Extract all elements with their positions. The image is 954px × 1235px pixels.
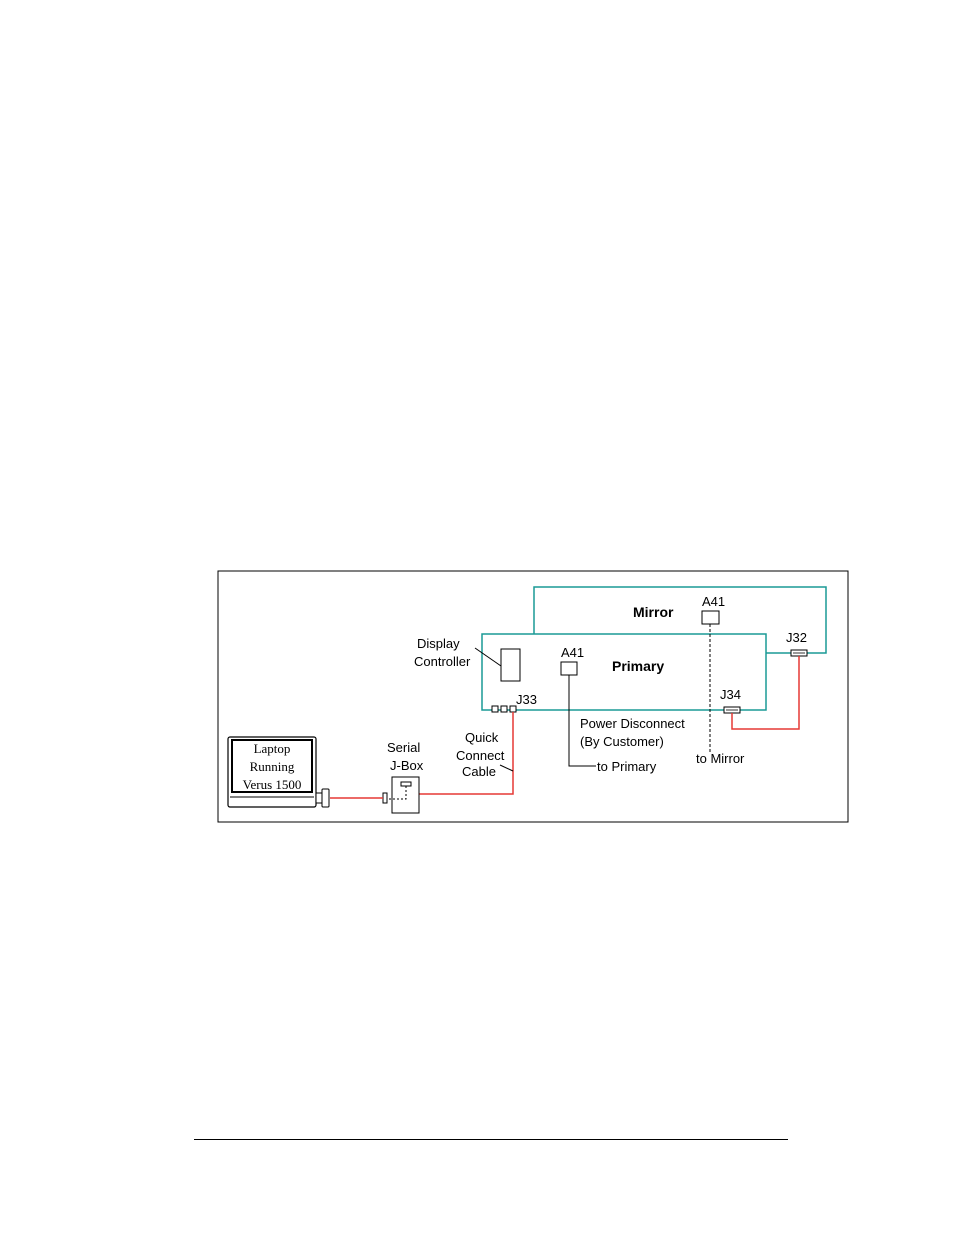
serial-jbox-sublabel: J-Box: [390, 758, 424, 773]
serial-jbox-input-plug: [382, 792, 388, 804]
primary-power-line: [568, 675, 596, 767]
power-disconnect-label: Power Disconnect: [580, 716, 685, 731]
mirror-enclosure: [533, 586, 827, 654]
laptop-label-2: Running: [250, 759, 295, 774]
quick-connect-cable: [419, 712, 514, 795]
power-disconnect-sublabel: (By Customer): [580, 734, 664, 749]
laptop-label-3: Verus 1500: [243, 777, 302, 792]
figure-frame: [217, 570, 849, 823]
j33-pin-3: [509, 705, 517, 713]
serial-jbox-label: Serial: [387, 740, 420, 755]
j32-j34-cable: [731, 656, 800, 730]
footer-rule: [194, 1139, 788, 1140]
j33-label: J33: [516, 692, 537, 707]
primary-enclosure: [481, 633, 767, 711]
mirror-a41-label: A41: [702, 594, 725, 609]
serial-jbox-port: [400, 781, 412, 787]
quick-connect-label-2: Connect: [456, 748, 505, 763]
j34-label: J34: [720, 687, 741, 702]
mirror-a41-box: [701, 610, 720, 625]
display-controller-sublabel: Controller: [414, 654, 471, 669]
quick-connect-leader: [499, 764, 514, 772]
display-controller-label: Display: [417, 636, 460, 651]
serial-jbox-internal: [386, 786, 407, 800]
laptop-screen: [231, 739, 313, 793]
laptop-label-1: Laptop: [254, 741, 291, 756]
display-controller-leader: [474, 647, 502, 667]
quick-connect-label-3: Cable: [462, 764, 496, 779]
laptop-port-plug: [321, 788, 330, 808]
j32-label: J32: [786, 630, 807, 645]
display-controller-box: [500, 648, 521, 682]
quick-connect-label-1: Quick: [465, 730, 499, 745]
to-mirror-label: to Mirror: [696, 751, 745, 766]
mirror-label: Mirror: [633, 604, 674, 620]
j33-pin-2: [500, 705, 508, 713]
primary-a41-label: A41: [561, 645, 584, 660]
primary-a41-box: [560, 661, 578, 676]
to-primary-label: to Primary: [597, 759, 657, 774]
j33-pin-1: [491, 705, 499, 713]
laptop-icon: [227, 736, 330, 808]
primary-label: Primary: [612, 658, 664, 674]
